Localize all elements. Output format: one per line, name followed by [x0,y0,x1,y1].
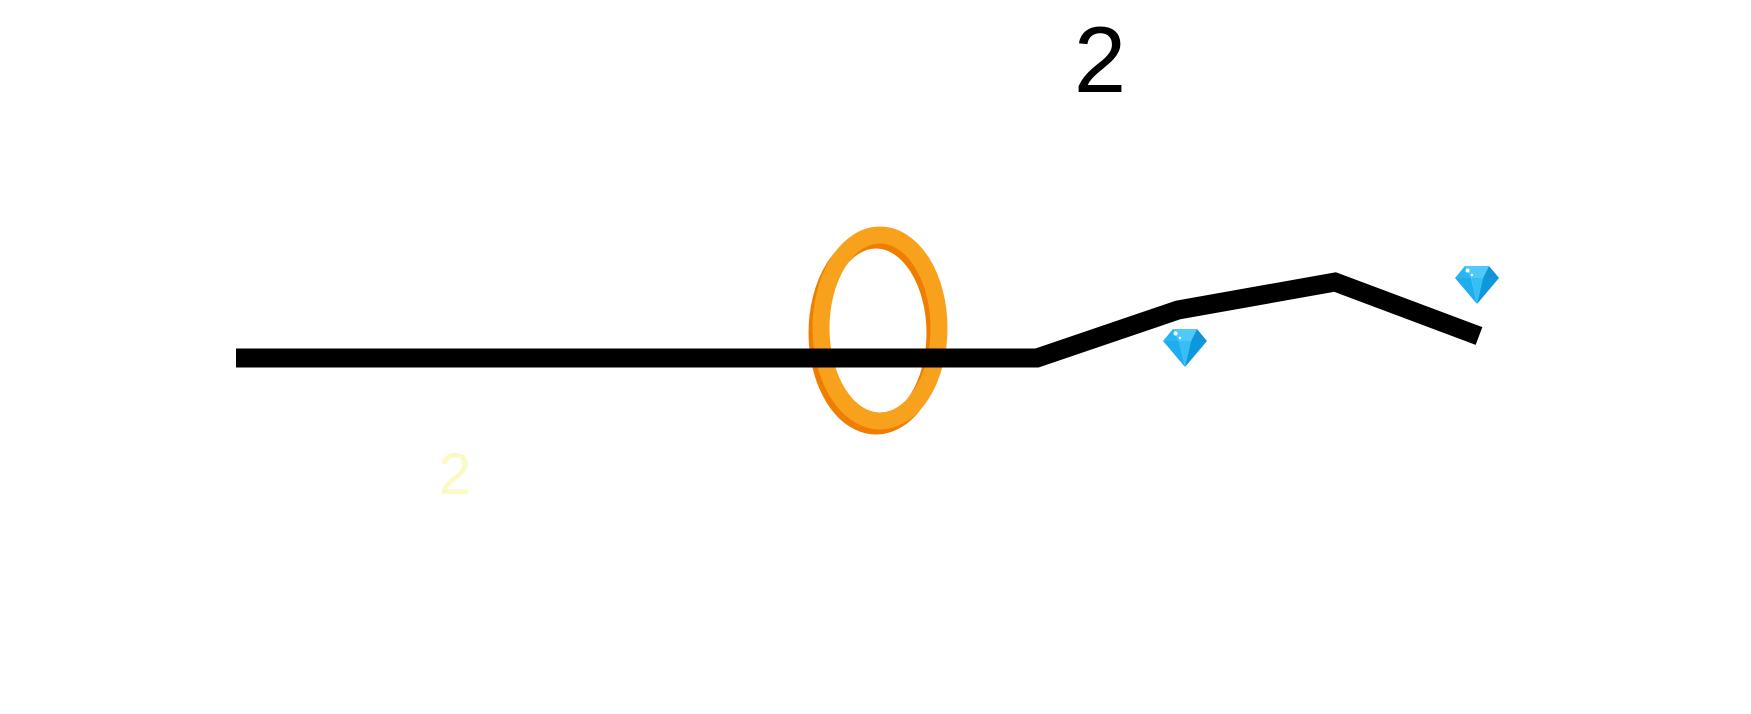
background-level-number: 2 [438,442,472,507]
gem-icon [1455,266,1499,304]
level-number: 2 [1073,7,1127,112]
gem-icon [1163,329,1207,367]
track-line [236,272,1483,368]
portal-ring [808,226,948,435]
portal-ring-front [812,226,948,430]
